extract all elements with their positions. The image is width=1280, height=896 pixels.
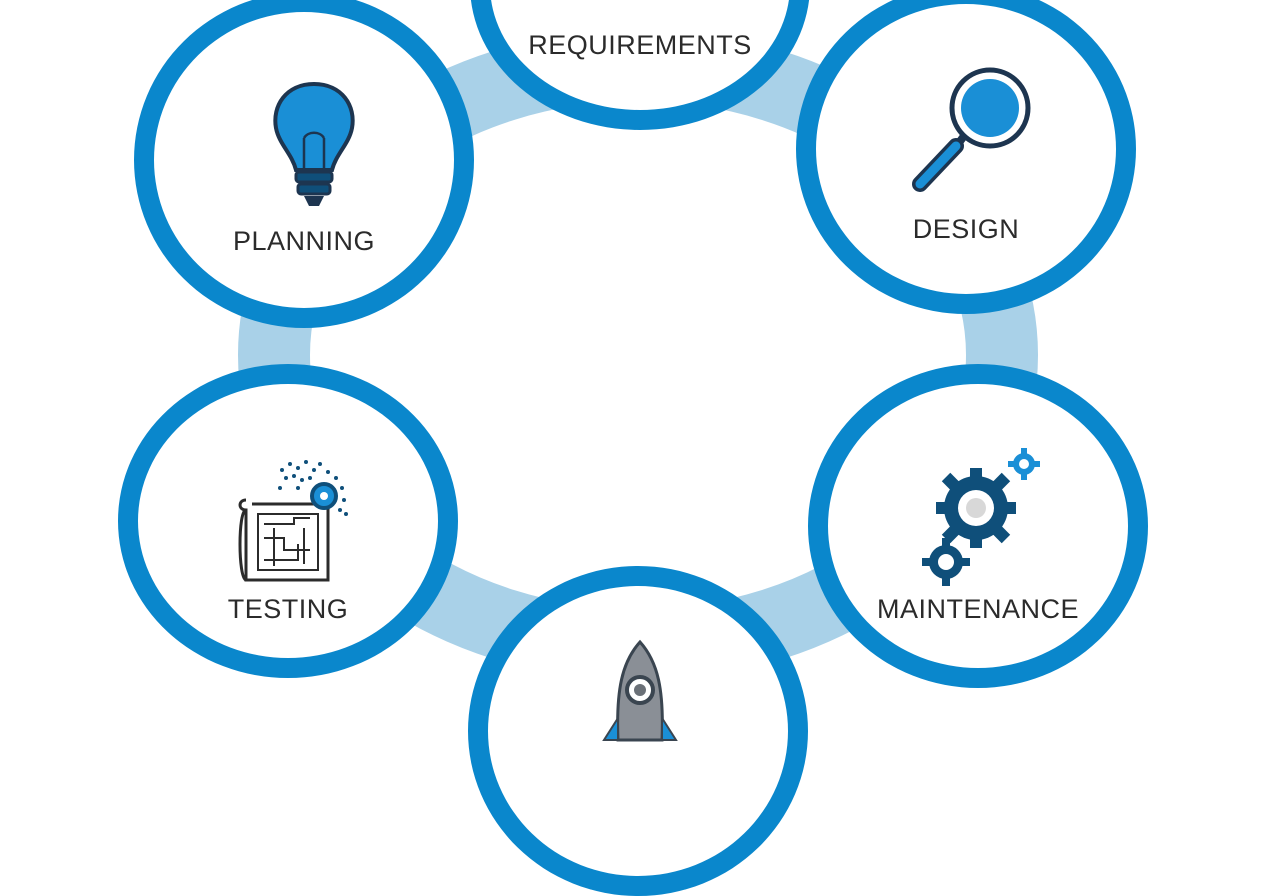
stage-maintenance: MAINTENANCE [808, 364, 1148, 688]
stage-testing: TESTING [118, 364, 458, 678]
stage-label-planning: PLANNING [232, 226, 376, 256]
blueprint-gears-icon [238, 460, 348, 582]
gears-icon [922, 448, 1040, 586]
lightbulb-icon [273, 81, 355, 206]
stage-label-testing: TESTING [227, 594, 349, 624]
stage-design: DESIGN [796, 0, 1136, 314]
stage-label-design: DESIGN [912, 214, 1020, 244]
stage-planning: PLANNING [134, 0, 474, 328]
stage-label-requirements: REQUIREMENTS [528, 30, 752, 60]
stage-label-maintenance: MAINTENANCE [876, 594, 1079, 624]
magnifier-icon [912, 67, 1031, 192]
rocket-icon [602, 639, 678, 742]
stage-deployment [468, 566, 808, 896]
